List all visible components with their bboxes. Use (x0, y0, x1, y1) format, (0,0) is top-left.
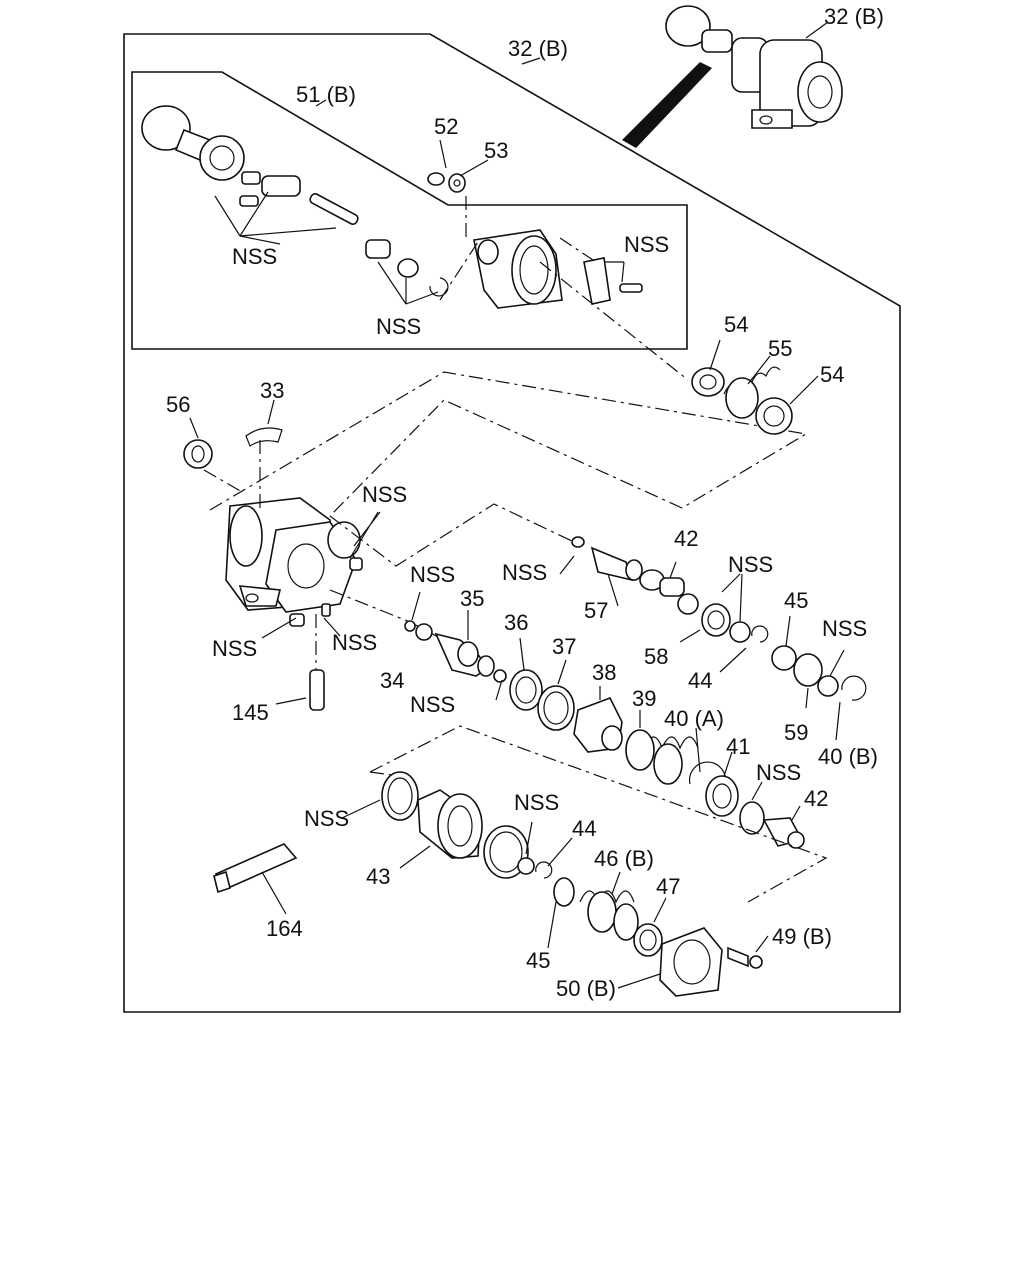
section-outline-upper (209, 371, 808, 517)
callout-47: 47 (656, 874, 680, 899)
callout-nss-j: NSS (514, 790, 559, 815)
callout-nss-b: NSS (502, 560, 547, 585)
callout-nss-sub2: NSS (232, 244, 277, 269)
callout-33: 33 (260, 378, 284, 403)
leader-lines (189, 21, 845, 989)
callout-54b: 54 (820, 362, 844, 387)
callouts: 32 (B) 32 (B) 51 (B) 52 53 NSS NSS NSS 5… (166, 4, 884, 1001)
callout-44a: 44 (688, 668, 712, 693)
callout-164: 164 (266, 916, 303, 941)
section-outline-lower (369, 725, 828, 903)
callout-nss-e: NSS (822, 616, 867, 641)
callout-57: 57 (584, 598, 608, 623)
callout-34: 34 (380, 668, 404, 693)
callout-44b: 44 (572, 816, 596, 841)
subassembly-frame (131, 71, 688, 350)
assembled-unit-drawing (665, 5, 843, 129)
callout-32b-frame: 32 (B) (508, 36, 568, 61)
upper-right-parts-drawing (571, 366, 867, 701)
callout-nss-i: NSS (756, 760, 801, 785)
callout-38: 38 (592, 660, 616, 685)
callout-39: 39 (632, 686, 656, 711)
callout-nss-d: NSS (410, 562, 455, 587)
lower-parts-drawing (381, 771, 763, 997)
callout-nss-a: NSS (362, 482, 407, 507)
callout-35: 35 (460, 586, 484, 611)
pointer-wedge (622, 62, 712, 148)
callout-145: 145 (232, 700, 269, 725)
subassembly-parts-drawing (141, 105, 689, 381)
callout-42b: 42 (804, 786, 828, 811)
misc-parts-drawing (213, 843, 298, 894)
callout-42a: 42 (674, 526, 698, 551)
callout-58: 58 (644, 644, 668, 669)
callout-36: 36 (504, 610, 528, 635)
callout-52: 52 (434, 114, 458, 139)
callout-49b: 49 (B) (772, 924, 832, 949)
callout-nss-g: NSS (332, 630, 377, 655)
callout-43: 43 (366, 864, 390, 889)
callout-40a: 40 (A) (664, 706, 724, 731)
callout-59: 59 (784, 720, 808, 745)
callout-56: 56 (166, 392, 190, 417)
callout-40b: 40 (B) (818, 744, 878, 769)
callout-41: 41 (726, 734, 750, 759)
callout-50b: 50 (B) (556, 976, 616, 1001)
callout-nss-sub1: NSS (624, 232, 669, 257)
callout-54a: 54 (724, 312, 748, 337)
callout-45b: 45 (526, 948, 550, 973)
callout-45a: 45 (784, 588, 808, 613)
middle-row-parts-drawing (404, 620, 805, 849)
callout-nss-sub3: NSS (376, 314, 421, 339)
outer-frame (123, 33, 901, 1013)
callout-51b: 51 (B) (296, 82, 356, 107)
callout-nss-f: NSS (212, 636, 257, 661)
callout-46b: 46 (B) (594, 846, 654, 871)
callout-nss-h: NSS (410, 692, 455, 717)
callout-nss-c: NSS (728, 552, 773, 577)
callout-55: 55 (768, 336, 792, 361)
main-body-drawing (183, 427, 381, 711)
callout-53: 53 (484, 138, 508, 163)
callout-nss-k: NSS (304, 806, 349, 831)
callout-32b-assembly: 32 (B) (824, 4, 884, 29)
callout-37: 37 (552, 634, 576, 659)
